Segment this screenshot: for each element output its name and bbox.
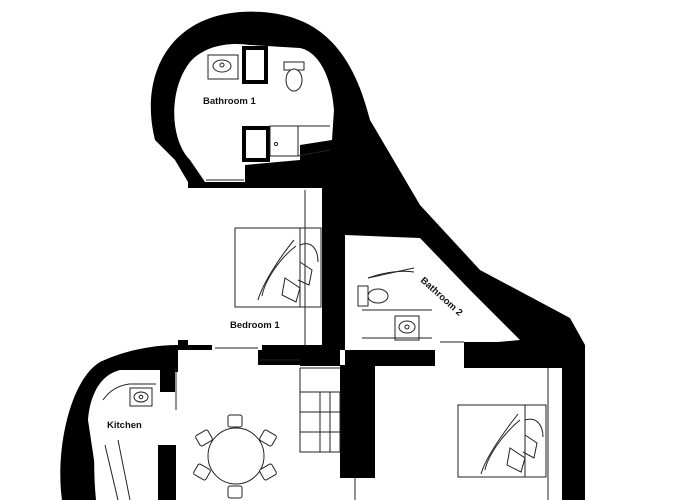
wall-stub-b [158,445,176,500]
central-partition [340,365,375,478]
toilet-icon [283,61,305,92]
kitchen-wall [60,345,178,500]
chair-icon [227,414,243,428]
room-label-bathroom-1: Bathroom 1 [203,96,257,107]
chair-icon [227,485,243,499]
chair-icon [259,429,277,447]
toilet-icon [357,285,389,307]
shower-icon [242,126,270,162]
room-label-kitchen: Kitchen [107,420,142,431]
wardrobe-icon [299,391,341,453]
wall-stub-d [464,342,564,368]
wall-stub-a [300,350,340,366]
sink-icon [394,315,420,341]
kitchen-counter [102,383,156,500]
wall-stub-c [345,350,435,366]
kitchen-floor [94,376,158,500]
double-bed-icon [234,227,322,308]
dining-table-icon [193,414,277,499]
chair-icon [259,463,277,481]
chair-icon [193,463,211,481]
fixtures [102,46,549,500]
double-bed-icon [457,404,547,478]
bathroom-1-partition [242,46,268,84]
chair-icon [195,429,213,447]
bathroom-2-floor [358,243,470,338]
room-label-bedroom-1: Bedroom 1 [230,320,280,331]
